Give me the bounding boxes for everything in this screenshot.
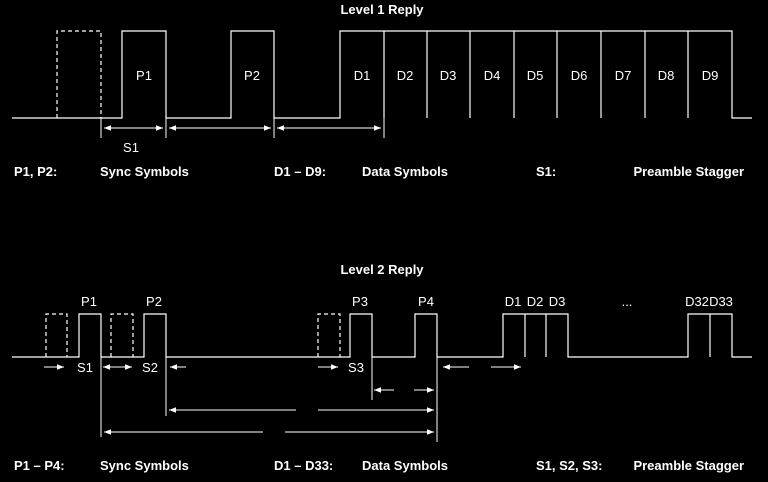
level1-stagger-ghost-pulse: [56, 30, 102, 118]
level2-pulse-p1-label: P1: [81, 294, 97, 309]
level2-waveform: [12, 313, 752, 358]
level1-data-labels: D1 D2 D3 D4 D5 D6 D7 D8 D9: [354, 68, 719, 83]
level2-data-d33-label: D33: [709, 294, 733, 309]
level1-data-d2-label: D2: [397, 68, 414, 83]
legend1-stagger-key: S1:: [536, 164, 556, 179]
legend2-data-value: Data Symbols: [362, 458, 448, 473]
legend2-stagger-key: S1, S2, S3:: [536, 458, 602, 473]
level2-stagger-marks: [44, 364, 521, 393]
level2-stagger-s1-label: S1: [77, 360, 93, 375]
level2-data-d32-label: D32: [685, 294, 709, 309]
level1-legend: P1, P2: Sync Symbols D1 – D9: Data Symbo…: [14, 164, 744, 179]
level2-title: Level 2 Reply: [340, 262, 424, 277]
level2-stagger-s2-label: S2: [142, 360, 158, 375]
level2-legend: P1 – P4: Sync Symbols D1 – D33: Data Sym…: [14, 458, 744, 473]
level1-data-d4-label: D4: [484, 68, 501, 83]
legend2-sync-value: Sync Symbols: [100, 458, 189, 473]
level2-span-marks: [100, 357, 438, 442]
level2-stagger-labels: S1 S2 S3: [77, 360, 364, 375]
level1-data-d3-label: D3: [440, 68, 457, 83]
legend2-stagger-value: Preamble Stagger: [633, 458, 744, 473]
level2-pulse-p3-label: P3: [352, 294, 368, 309]
level1-stagger-s1-label: S1: [123, 140, 139, 155]
legend1-data-key: D1 – D9:: [274, 164, 326, 179]
level2-pulse-p2-label: P2: [146, 294, 162, 309]
level2-pulse-p4-label: P4: [418, 294, 434, 309]
legend1-data-value: Data Symbols: [362, 164, 448, 179]
level1-data-d6-label: D6: [571, 68, 588, 83]
level1-waveform: [12, 30, 752, 119]
level2-stagger-ghost-pulses: [45, 313, 341, 357]
legend1-sync-value: Sync Symbols: [100, 164, 189, 179]
legend2-sync-key: P1 – P4:: [14, 458, 65, 473]
level2-data-d2-label: D2: [527, 294, 544, 309]
legend1-sync-key: P1, P2:: [14, 164, 57, 179]
level1-data-d7-label: D7: [615, 68, 632, 83]
level1-title: Level 1 Reply: [340, 2, 424, 17]
level1-data-d5-label: D5: [527, 68, 544, 83]
level1-data-d8-label: D8: [658, 68, 675, 83]
legend1-stagger-value: Preamble Stagger: [633, 164, 744, 179]
level2-data-ellipsis: ...: [622, 294, 633, 309]
level1-data-dividers: [383, 31, 689, 118]
level2-stagger-s3-label: S3: [348, 360, 364, 375]
level1-timing-marks: [100, 118, 385, 138]
level2-data-dividers: [524, 314, 711, 357]
level2-data-labels: D1 D2 D3 ... D32 D33: [505, 294, 733, 309]
legend2-data-key: D1 – D33:: [274, 458, 333, 473]
level2-data-d1-label: D1: [505, 294, 522, 309]
level1-data-d9-label: D9: [702, 68, 719, 83]
level2-data-d3-label: D3: [549, 294, 566, 309]
level1-pulse-p2-label: P2: [244, 68, 260, 83]
level1-data-d1-label: D1: [354, 68, 371, 83]
level2-pulse-labels: P1 P2 P3 P4: [81, 294, 434, 309]
level1-pulse-p1-label: P1: [136, 68, 152, 83]
